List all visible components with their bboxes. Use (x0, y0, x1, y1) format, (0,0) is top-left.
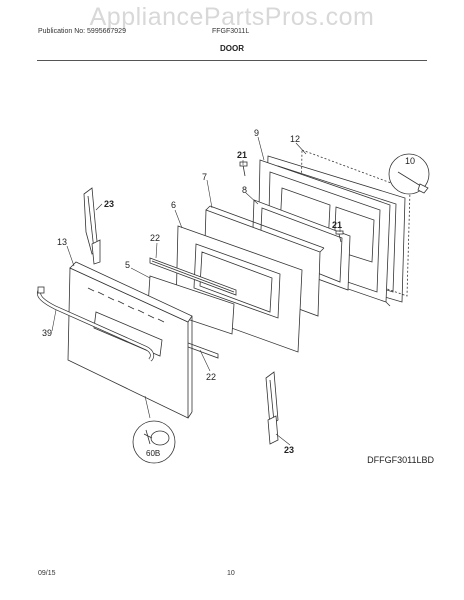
window-frame-part (175, 225, 303, 353)
screw-21-upper (239, 161, 248, 177)
diagram-code: DFFGF3011LBD (367, 455, 434, 465)
detail-10-inset (388, 153, 430, 195)
detail-60b-inset (132, 420, 176, 464)
publication-number: Publication No: 5995667929 (38, 28, 126, 35)
callout-7: 7 (202, 172, 207, 182)
callout-10: 10 (405, 156, 415, 166)
header-rule (37, 60, 427, 61)
door-handle-part (37, 286, 155, 362)
callout-22-upper: 22 (150, 233, 160, 243)
leader-lines (51, 136, 341, 446)
callout-12: 12 (290, 134, 300, 144)
vent-slots (87, 287, 165, 323)
callout-8: 8 (242, 185, 247, 195)
callout-22-lower: 22 (206, 372, 216, 382)
callout-13: 13 (57, 237, 67, 247)
outer-door-panel-part (67, 261, 193, 419)
callout-21-lower: 21 (332, 220, 342, 230)
watermark: AppliancePartsPros.com (89, 3, 375, 31)
callout-21-upper: 21 (237, 150, 247, 160)
lower-hinge-part (265, 371, 279, 445)
callout-39: 39 (42, 328, 52, 338)
section-title: DOOR (220, 44, 244, 53)
screw-21-lower (335, 230, 344, 243)
upper-trim-strip-part (149, 257, 237, 296)
callout-9: 9 (254, 128, 259, 138)
callout-60b: 60B (146, 449, 160, 458)
footer-date: 09/15 (38, 570, 56, 577)
upper-hinge-part (83, 187, 101, 265)
callout-23-upper: 23 (104, 199, 114, 209)
callout-6: 6 (171, 200, 176, 210)
callout-23-lower: 23 (284, 445, 294, 455)
callout-5: 5 (125, 260, 130, 270)
footer-page-number: 10 (227, 570, 235, 577)
model-number: FFGF3011L (212, 28, 250, 35)
